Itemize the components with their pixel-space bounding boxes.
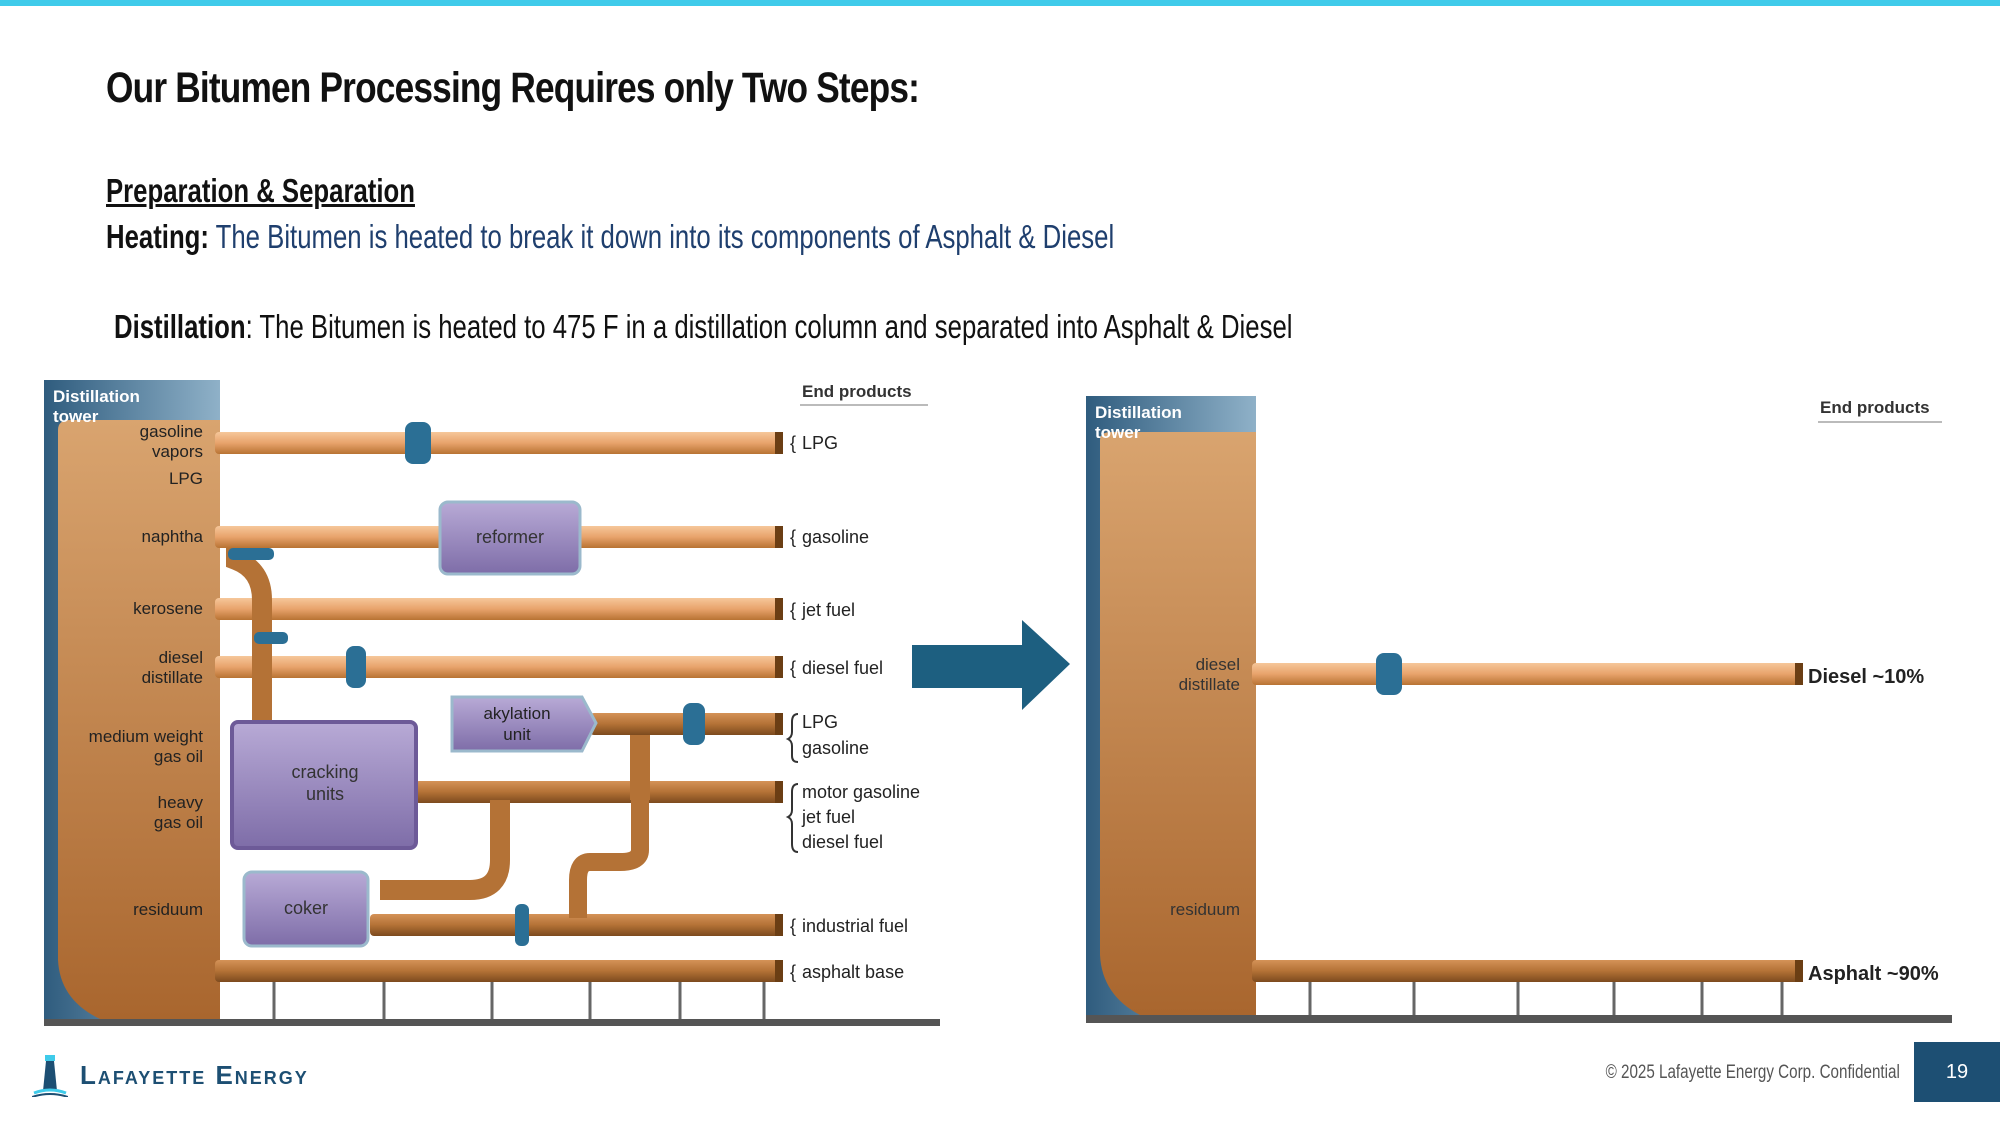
right-diagram: Distillation tower End products diesel d… [1086, 396, 1952, 1023]
right-arrow-icon [912, 620, 1070, 710]
left-tower [44, 380, 220, 1019]
right-diesel-pipe [1252, 663, 1800, 685]
product-crack-diesel-fuel: diesel fuel [802, 832, 883, 852]
cut-hgo-1: heavy [158, 793, 204, 812]
heating-label: Heating: [106, 218, 209, 255]
cut-naphtha: naphtha [142, 527, 204, 546]
akylation-label-2: unit [503, 725, 531, 744]
diesel-output-label: Diesel ~10% [1808, 666, 1924, 688]
cut-diesel-2: distillate [142, 668, 203, 687]
pipe-lpg [215, 432, 782, 454]
coker-label: coker [284, 898, 328, 918]
pipe-kerosene [215, 598, 782, 620]
right-ground [1086, 1015, 1952, 1023]
distillation-label: Distillation [114, 308, 246, 345]
logo-text: Lafayette Energy [80, 1059, 309, 1090]
product-crack-jet-fuel: jet fuel [801, 807, 855, 827]
right-asphalt-pipe [1252, 960, 1800, 982]
product-alky-gasoline: gasoline [802, 738, 869, 758]
asphalt-output-label: Asphalt ~90% [1808, 963, 1939, 985]
left-end-products-label: End products [802, 382, 912, 401]
cut-residuum: residuum [133, 900, 203, 919]
svg-text:{: { [790, 916, 796, 936]
cracking-unit [230, 720, 418, 850]
right-residuum-label: residuum [1170, 900, 1240, 919]
product-lpg-bracket: { [790, 433, 796, 453]
cut-gasoline-vapors-1: gasoline [140, 422, 203, 441]
akylation-label-1: akylation [483, 704, 550, 723]
pipe-industrial [370, 914, 782, 936]
heating-text: The Bitumen is heated to break it down i… [208, 218, 1115, 255]
cut-diesel-1: diesel [159, 648, 203, 667]
product-industrial-fuel: industrial fuel [802, 916, 908, 936]
product-gasoline: gasoline [802, 527, 869, 547]
reformer-unit [438, 500, 582, 576]
cut-mwgo-2: gas oil [154, 747, 203, 766]
right-end-products-label: End products [1820, 398, 1930, 417]
right-diesel-label-1: diesel [1196, 655, 1240, 674]
product-diesel-fuel: diesel fuel [802, 658, 883, 678]
product-asphalt-base: asphalt base [802, 962, 904, 982]
left-ground [44, 1019, 940, 1026]
product-alky-lpg: LPG [802, 712, 838, 732]
distillation-line: Distillation: The Bitumen is heated to 4… [114, 308, 1292, 346]
svg-text:{: { [790, 527, 796, 547]
right-valve [1376, 653, 1402, 695]
cut-mwgo-1: medium weight [89, 727, 204, 746]
right-tower-label-1: Distillation [1095, 403, 1182, 422]
svg-text:{: { [790, 600, 796, 620]
svg-text:{: { [790, 962, 796, 982]
right-diesel-label-2: distillate [1179, 675, 1240, 694]
cut-hgo-2: gas oil [154, 813, 203, 832]
cracking-label-1: cracking [291, 762, 358, 782]
pipe-diesel [215, 656, 782, 678]
product-jet-fuel: jet fuel [801, 600, 855, 620]
distillation-text: : The Bitumen is heated to 475 F in a di… [245, 308, 1293, 345]
cut-lpg: LPG [169, 469, 203, 488]
slide-title: Our Bitumen Processing Requires only Two… [106, 64, 920, 112]
page-number: 19 [1914, 1042, 2000, 1102]
right-tower [1086, 396, 1256, 1015]
heating-line: Heating: The Bitumen is heated to break … [106, 218, 1114, 256]
subhead: Preparation & Separation [106, 172, 415, 209]
cut-gasoline-vapors-2: vapors [152, 442, 203, 461]
coker-unit [242, 870, 370, 948]
akylation-unit [450, 695, 598, 753]
copyright: © 2025 Lafayette Energy Corp. Confidenti… [1605, 1062, 1900, 1083]
accent-bar [0, 0, 2000, 6]
reformer-label: reformer [476, 527, 544, 547]
left-tower-label-2: tower [53, 407, 99, 426]
svg-text:{: { [790, 658, 796, 678]
left-diagram: Distillation tower End products gasoline… [44, 380, 940, 1026]
cracking-label-2: units [306, 784, 344, 804]
pipe-asphalt [215, 960, 782, 982]
product-lpg: LPG [802, 433, 838, 453]
lighthouse-icon [32, 1055, 68, 1097]
company-logo: Lafayette Energy [32, 1052, 309, 1098]
left-tower-label-1: Distillation [53, 387, 140, 406]
product-motor-gasoline: motor gasoline [802, 782, 920, 802]
pipe-crack-out [415, 781, 782, 803]
right-tower-label-2: tower [1095, 423, 1141, 442]
cut-kerosene: kerosene [133, 599, 203, 618]
